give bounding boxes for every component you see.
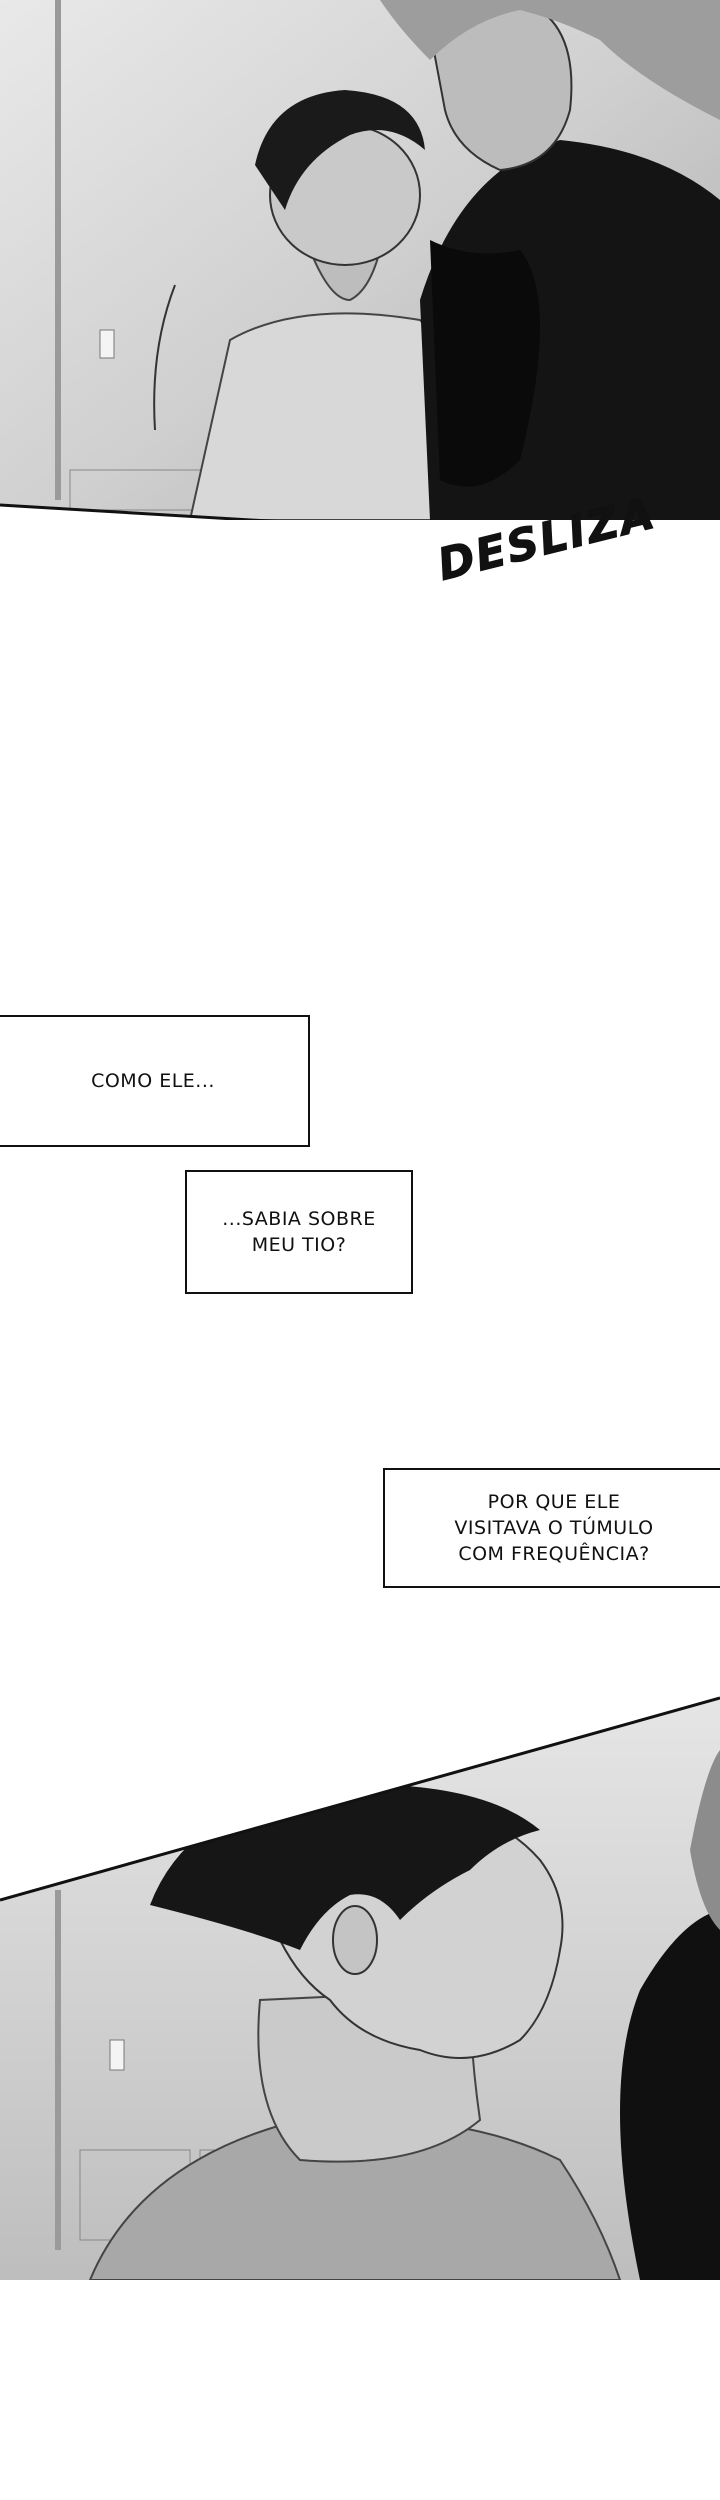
caption-3-line-2: VISITAVA O TÚMULO [454, 1517, 654, 1539]
light-hair [380, 0, 720, 120]
caption-1-line-1: COMO ELE... [91, 1070, 215, 1092]
caption-2-line-1: ...SABIA SOBRE [222, 1208, 376, 1230]
black-shirt [620, 1910, 720, 2280]
caption-2-line-2: MEU TIO? [251, 1234, 347, 1256]
light-switch [109, 2039, 125, 2071]
ear [332, 1905, 378, 1975]
door-frame [55, 1890, 61, 2250]
bottom-panel [0, 1690, 720, 2290]
top-panel-art [0, 0, 720, 520]
top-panel [0, 0, 720, 520]
caption-3-line-1: POR QUE ELE [487, 1491, 621, 1513]
caption-1: COMO ELE... [0, 1015, 310, 1147]
motion-line [153, 284, 176, 431]
caption-3: POR QUE ELE VISITAVA O TÚMULO COM FREQUÊ… [383, 1468, 720, 1588]
caption-2: ...SABIA SOBRE MEU TIO? [185, 1170, 413, 1294]
dark-hair [255, 90, 425, 210]
light-switch [99, 329, 115, 359]
door-frame [55, 0, 61, 500]
bottom-panel-art [0, 1696, 720, 2280]
light-haired-face [428, 0, 573, 172]
caption-3-line-3: COM FREQUÊNCIA? [458, 1543, 650, 1565]
